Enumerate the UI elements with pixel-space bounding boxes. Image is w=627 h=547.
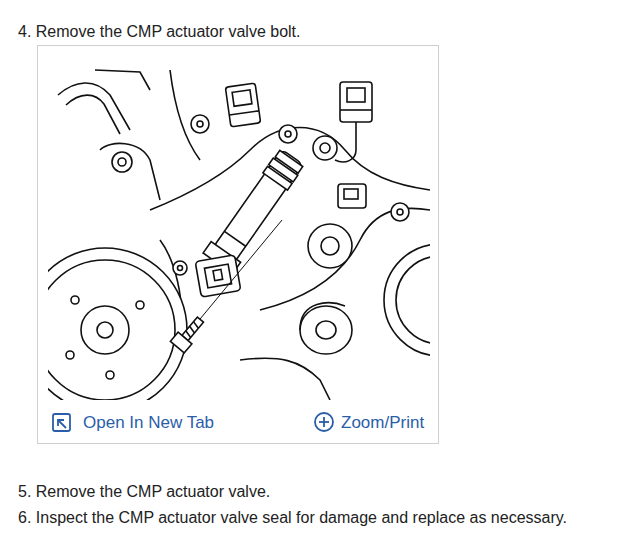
zoom-print-link: Zoom/Print	[341, 413, 424, 433]
step-text: 5. Remove the CMP actuator valve.	[18, 482, 270, 502]
figure-frame: Open In New Tab Zoom/Print	[37, 45, 439, 444]
open-tab-icon	[53, 414, 70, 431]
open-tab-link: Open In New Tab	[83, 413, 214, 433]
zoom-icon	[315, 413, 333, 431]
step-text: 6. Inspect the CMP actuator valve seal f…	[18, 508, 567, 528]
step-text: 4. Remove the CMP actuator valve bolt.	[18, 22, 301, 42]
timing-cover-drawing	[48, 70, 430, 400]
